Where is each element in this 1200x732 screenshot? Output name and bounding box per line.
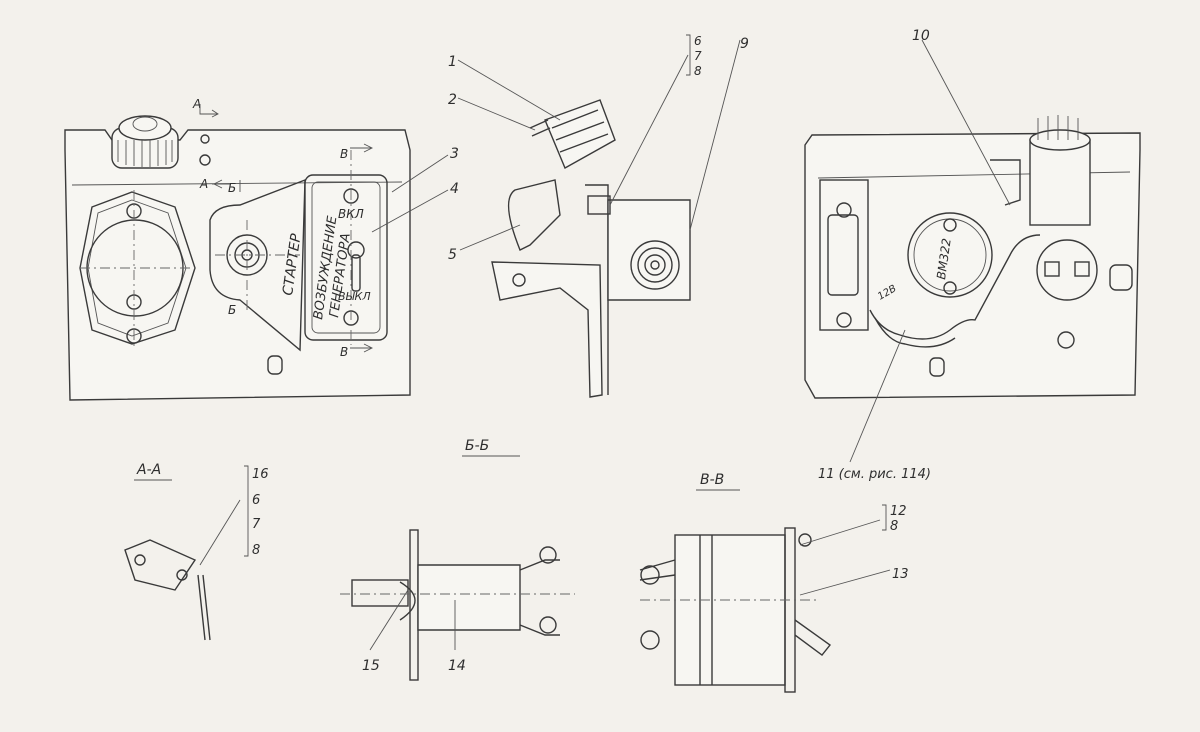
side-view: 1 2 5 6 7 8 9 (448, 34, 749, 398)
section-mark-b-bottom: Б (228, 303, 236, 317)
fuse-holder (819, 179, 869, 331)
rear-knob-icon (1029, 115, 1091, 226)
front-view: СТАРТЕР ВОЗБУЖДЕНИЕ ГЕНЕРАТОРА ВКЛ ВЫКЛ … (64, 97, 459, 401)
leader-9 (689, 39, 741, 231)
callout-9: 9 (740, 36, 749, 52)
relay-marking: ВМ322 (934, 237, 954, 280)
callout-1: 1 (448, 54, 457, 70)
callout-3: 3 (450, 146, 459, 162)
callout-8-vv: 8 (890, 519, 898, 534)
wire-harness (869, 234, 1041, 340)
callout-13: 13 (892, 567, 909, 582)
leader-10 (921, 39, 1011, 206)
flange-left (79, 190, 196, 350)
knob-icon (111, 115, 179, 169)
section-aa-title: А-А (136, 462, 161, 478)
side-bracket (491, 261, 603, 398)
callout-8-top: 8 (694, 64, 702, 78)
section-bb: Б-Б 15 14 (340, 438, 575, 681)
front-panel-edge (71, 181, 403, 186)
callout-11: 11 (см. рис. 114) (818, 467, 931, 482)
section-vv-title: В-В (700, 472, 724, 488)
label-plate (304, 150, 388, 345)
leader-13 (799, 569, 891, 596)
section-mark-v-top: В (340, 147, 348, 161)
leader-2 (457, 97, 536, 131)
callout-5: 5 (448, 247, 457, 263)
screw-icon (200, 134, 210, 144)
leader-4 (371, 189, 449, 233)
leader-6-7-8 (609, 54, 689, 206)
section-mark-a-bottom: А (199, 177, 208, 191)
front-panel-body (64, 129, 411, 401)
callout-7-aa: 7 (252, 517, 261, 532)
rear-view: ВМ322 12В 10 11 (см. рис. 114) (804, 28, 1141, 482)
leader-3 (391, 154, 449, 193)
callout-6-aa: 6 (252, 493, 260, 508)
vent-slot-icon (267, 355, 283, 375)
callout-2: 2 (448, 92, 457, 108)
callout-12: 12 (890, 504, 907, 519)
section-mark-b-top: Б (228, 181, 236, 195)
callout-7-top: 7 (694, 49, 702, 63)
callout-15: 15 (362, 658, 380, 674)
switch-off-label: ВЫКЛ (338, 290, 371, 303)
leader-1 (457, 59, 561, 121)
leader-11 (849, 329, 906, 463)
callout-14: 14 (448, 658, 466, 674)
section-mark-a-top: А (192, 97, 201, 111)
relay-icon (907, 212, 993, 298)
leader-aa (199, 499, 241, 566)
knob-side-icon (529, 99, 616, 169)
switch-on-label: ВКЛ (338, 207, 364, 221)
starter-switch (209, 178, 306, 352)
coil-icon (630, 240, 680, 290)
section-mark-v-bottom: В (340, 345, 348, 359)
callout-6-top: 6 (694, 34, 702, 48)
leader-5 (459, 224, 521, 251)
screw-icon (199, 154, 211, 166)
callout-16: 16 (252, 467, 269, 482)
section-bb-title: Б-Б (465, 438, 489, 454)
side-housing (607, 199, 691, 301)
toggle-lever (351, 254, 361, 292)
leader-12 (799, 519, 881, 546)
leader-15 (369, 589, 409, 651)
section-vv: В-В 12 8 13 (639, 472, 909, 693)
callout-4: 4 (450, 181, 459, 197)
callout-10: 10 (912, 28, 930, 44)
side-nut (587, 195, 611, 215)
callout-8-aa: 8 (252, 543, 260, 558)
terminal-block (1036, 239, 1098, 349)
section-aa: А-А 16 6 7 8 (124, 462, 269, 641)
